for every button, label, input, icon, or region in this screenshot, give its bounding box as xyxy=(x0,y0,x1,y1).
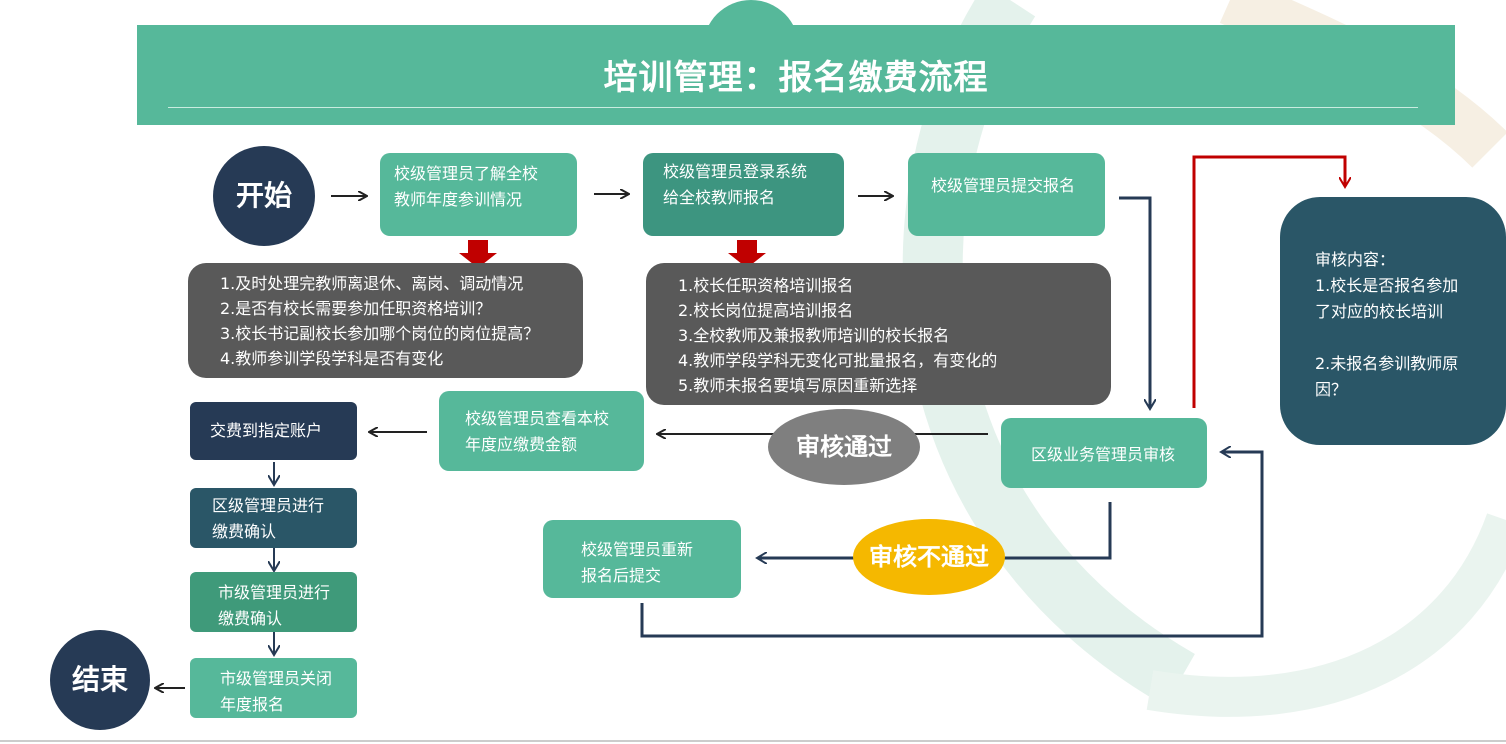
step-resubmit: 校级管理员重新 报名后提交 xyxy=(543,520,741,598)
decision-fail: 审核不通过 xyxy=(853,519,1005,595)
review-content-box: 审核内容： 1.校长是否报名参加 了对应的校长培训 2.未报名参训教师原 因？ xyxy=(1280,197,1506,445)
note-understand: 1.及时处理完教师离退休、离岗、调动情况 2.是否有校长需要参加任职资格培训？ … xyxy=(188,263,583,378)
title-underline xyxy=(168,107,1418,108)
step-submit-label: 校级管理员提交报名 xyxy=(931,176,1076,195)
start-node: 开始 xyxy=(213,146,315,246)
step-city-confirm-line-1: 市级管理员进行 xyxy=(218,583,331,602)
note-login: 1.校长任职资格培训报名 2.校长岗位提高培训报名 3.全校教师及兼报教师培训的… xyxy=(646,263,1111,405)
step-district-confirm: 区级管理员进行 缴费确认 xyxy=(190,488,357,548)
note-understand-line-1: 1.及时处理完教师离退休、离岗、调动情况 xyxy=(220,274,524,293)
step-view-fee-line-1: 校级管理员查看本校 xyxy=(465,409,610,428)
step-district-review: 区级业务管理员审核 xyxy=(1001,418,1207,488)
step-resubmit-line-1: 校级管理员重新 xyxy=(581,540,694,559)
note-login-line-5: 5.教师未报名要填写原因重新选择 xyxy=(678,376,918,395)
step-submit: 校级管理员提交报名 xyxy=(908,153,1105,236)
note-understand-line-2: 2.是否有校长需要参加任职资格培训？ xyxy=(220,299,492,318)
review-content-line-2: 1.校长是否报名参加 xyxy=(1315,276,1459,295)
note-login-line-1: 1.校长任职资格培训报名 xyxy=(678,276,854,295)
note-understand-line-4: 4.教师参训学段学科是否有变化 xyxy=(220,349,444,368)
decision-pass: 审核通过 xyxy=(768,409,920,485)
step-login: 校级管理员登录系统 给全校教师报名 xyxy=(643,153,844,236)
step-view-fee: 校级管理员查看本校 年度应缴费金额 xyxy=(439,391,644,471)
step-city-close: 市级管理员关闭 年度报名 xyxy=(190,658,357,718)
step-pay-label: 交费到指定账户 xyxy=(210,421,323,440)
step-district-confirm-line-1: 区级管理员进行 xyxy=(212,496,325,515)
step-city-close-line-1: 市级管理员关闭 xyxy=(220,669,333,688)
review-content-line-4 xyxy=(1315,325,1506,351)
step-understand-line-2: 教师年度参训情况 xyxy=(394,190,523,209)
step-understand: 校级管理员了解全校 教师年度参训情况 xyxy=(380,153,577,236)
end-node: 结束 xyxy=(50,630,150,730)
review-content-line-5: 2.未报名参训教师原 xyxy=(1315,354,1459,373)
step-city-confirm-line-2: 缴费确认 xyxy=(218,609,283,628)
review-content-line-3: 了对应的校长培训 xyxy=(1315,302,1444,321)
page-title: 培训管理：报名缴费流程 xyxy=(603,58,989,98)
note-login-line-4: 4.教师学段学科无变化可批量报名，有变化的 xyxy=(678,351,998,370)
step-pay: 交费到指定账户 xyxy=(190,402,357,460)
note-understand-line-3: 3.校长书记副校长参加哪个岗位的岗位提高？ xyxy=(220,324,540,343)
step-district-confirm-line-2: 缴费确认 xyxy=(212,522,277,541)
step-city-close-line-2: 年度报名 xyxy=(220,695,285,714)
note-login-line-3: 3.全校教师及兼报教师培训的校长报名 xyxy=(678,326,950,345)
step-resubmit-line-2: 报名后提交 xyxy=(581,566,662,585)
step-city-confirm: 市级管理员进行 缴费确认 xyxy=(190,572,357,632)
step-understand-line-1: 校级管理员了解全校 xyxy=(394,164,539,183)
step-view-fee-line-2: 年度应缴费金额 xyxy=(465,435,578,454)
review-content-line-6: 因？ xyxy=(1315,380,1348,399)
review-content-line-1: 审核内容： xyxy=(1315,250,1396,269)
step-login-line-1: 校级管理员登录系统 xyxy=(663,162,808,181)
note-login-line-2: 2.校长岗位提高培训报名 xyxy=(678,301,854,320)
step-login-line-2: 给全校教师报名 xyxy=(663,188,776,207)
step-district-review-label: 区级业务管理员审核 xyxy=(1031,445,1176,464)
